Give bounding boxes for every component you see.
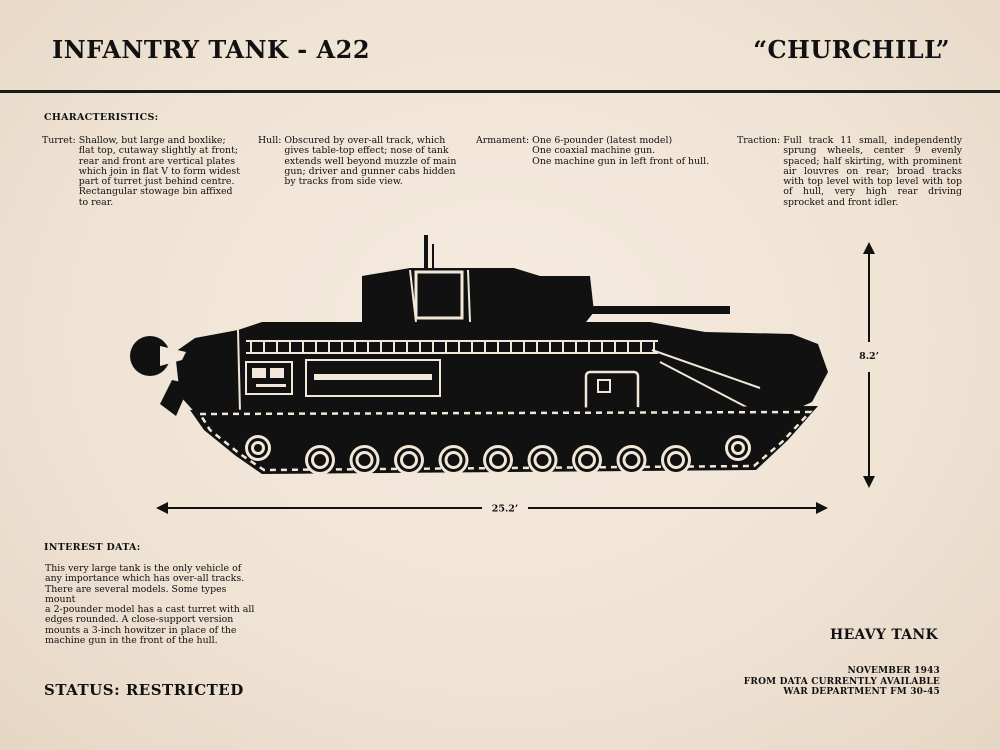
- footer-source: FROM DATA CURRENTLY AVAILABLE: [743, 676, 940, 687]
- road-wheel: [572, 445, 602, 475]
- tank-antenna: [424, 235, 428, 268]
- road-wheel: [661, 445, 691, 475]
- spec-armament: Armament: One 6-pounder (latest model) O…: [476, 135, 726, 167]
- spec-hull-text: Obscured by over-all track, which gives …: [284, 135, 457, 188]
- tank-hull: [175, 322, 828, 418]
- interest-text: This very large tank is the only vehicle…: [45, 563, 255, 647]
- page-title: INFANTRY TANK - A22: [52, 35, 371, 64]
- spec-hull: Hull: Obscured by over-all track, which …: [258, 135, 468, 188]
- length-label: 25.2’: [492, 504, 518, 515]
- footer-info: NOVEMBER 1943 FROM DATA CURRENTLY AVAILA…: [744, 666, 940, 698]
- spec-hull-label: Hull:: [258, 135, 282, 146]
- header-divider: [0, 90, 1000, 93]
- road-wheel: [483, 445, 513, 475]
- characteristics-heading: CHARACTERISTICS:: [44, 112, 159, 123]
- road-wheel: [527, 445, 558, 475]
- tank-track: [190, 406, 818, 474]
- road-wheel: [305, 445, 335, 475]
- height-label: 8.2’: [859, 351, 879, 362]
- spec-traction-label: Traction:: [737, 135, 781, 146]
- road-wheel: [438, 445, 469, 475]
- tank-headlamp-guard: [160, 346, 186, 366]
- spec-traction: Traction: Full track 11 small, independe…: [737, 135, 962, 208]
- length-dimension-line: [156, 502, 828, 514]
- spec-armament-text: One 6-pounder (latest model) One coaxial…: [532, 135, 710, 167]
- footer-reference: WAR DEPARTMENT FM 30-45: [783, 687, 940, 698]
- road-wheel: [725, 435, 751, 461]
- status-label: STATUS: RESTRICTED: [44, 681, 244, 699]
- road-wheel: [349, 445, 380, 475]
- height-dimension-line: [863, 242, 875, 488]
- tank-name: “CHURCHILL”: [753, 35, 950, 64]
- tank-road-wheels: [245, 435, 751, 475]
- spec-traction-text: Full track 11 small, independently sprun…: [783, 135, 962, 208]
- tank-main-gun: [588, 306, 730, 314]
- classification-label: HEAVY TANK: [830, 627, 938, 643]
- road-wheel: [616, 445, 647, 475]
- spec-turret-text: Shallow, but large and boxlike; flat top…: [78, 135, 240, 208]
- tank-front-horn: [160, 380, 190, 416]
- tank-turret: [362, 268, 594, 323]
- footer-date: NOVEMBER 1943: [847, 666, 940, 676]
- road-wheel: [394, 445, 424, 475]
- road-wheel: [245, 435, 271, 461]
- spec-turret: Turret: Shallow, but large and boxlike; …: [42, 135, 242, 208]
- interest-heading: INTEREST DATA:: [44, 542, 141, 553]
- spec-armament-label: Armament:: [476, 135, 530, 146]
- tank-antenna-secondary: [432, 244, 434, 268]
- spec-turret-label: Turret:: [42, 135, 76, 146]
